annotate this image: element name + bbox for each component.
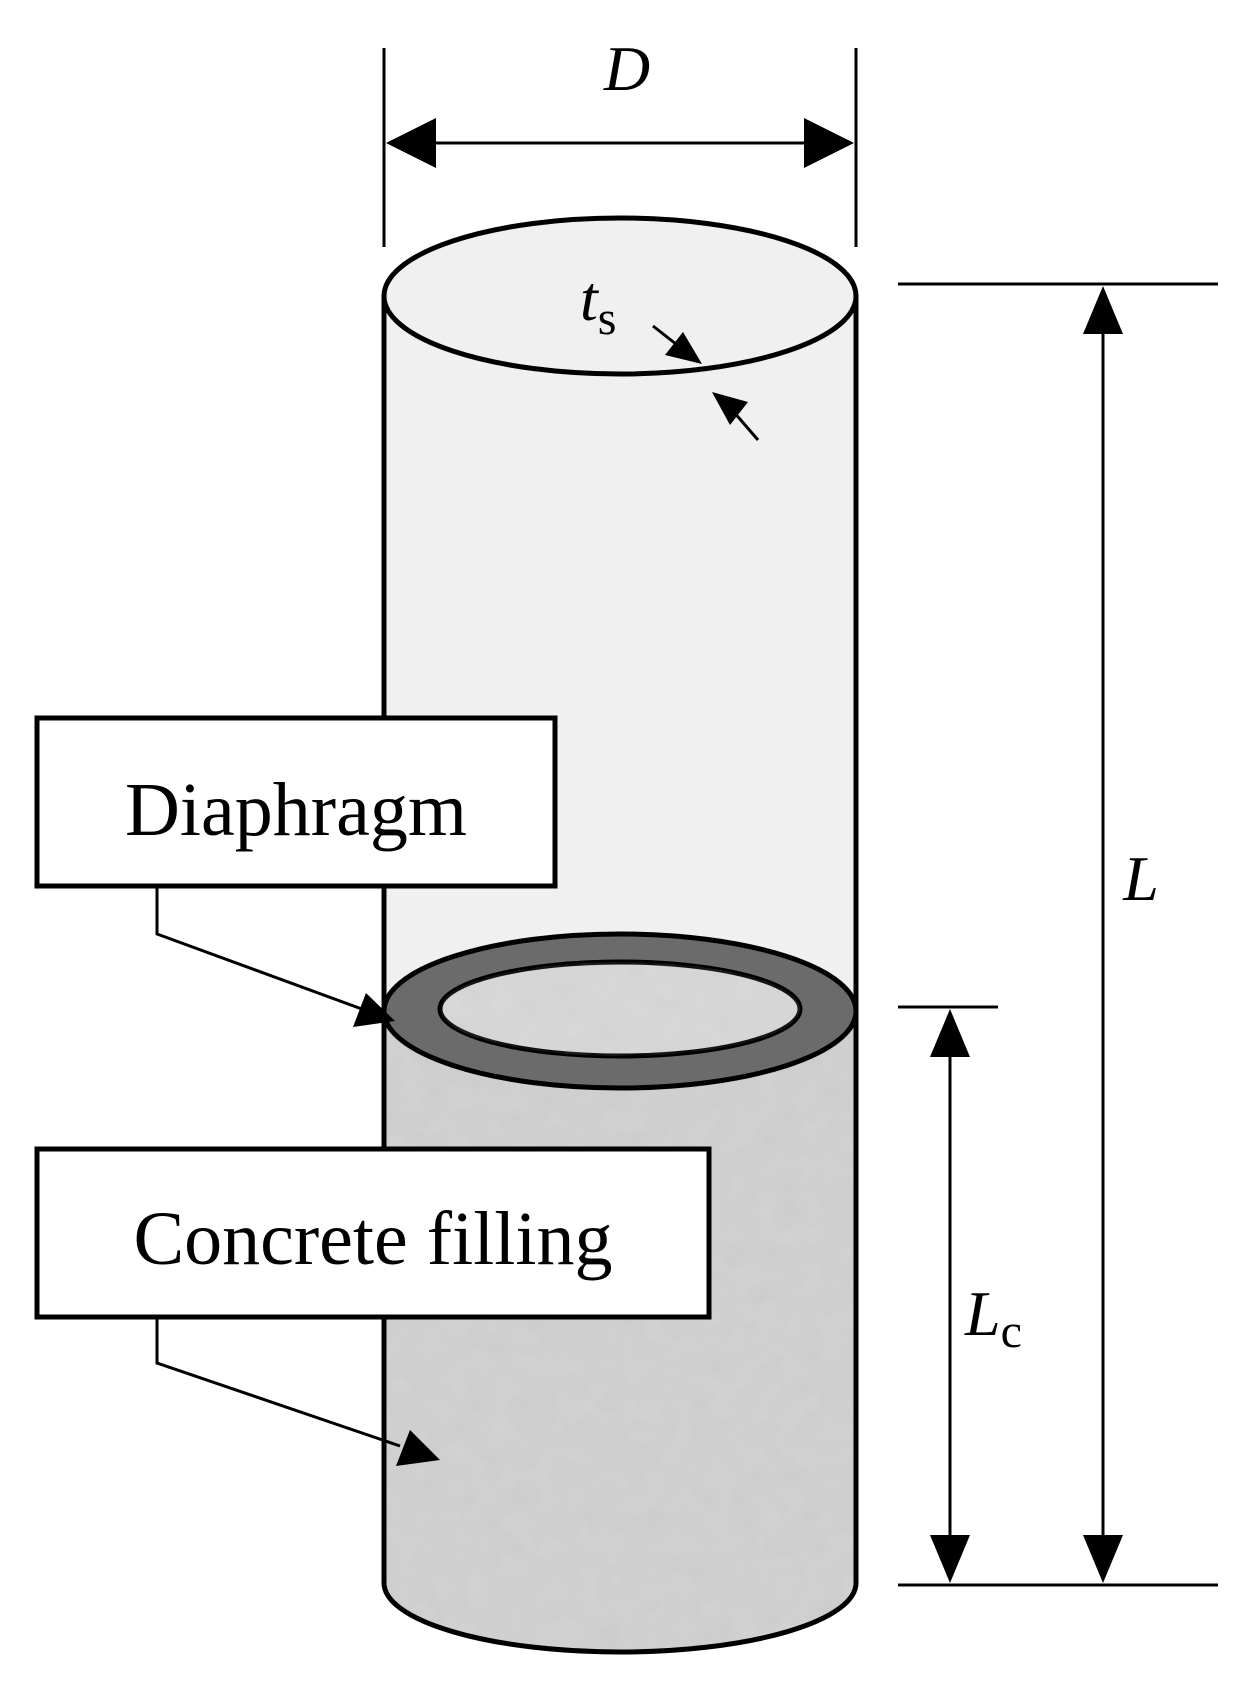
- concrete-length-arrow-top: [930, 1009, 970, 1057]
- thickness-arrow-lower: [712, 392, 748, 425]
- length-dimension: L: [898, 282, 1218, 1587]
- diameter-arrow-right: [804, 118, 854, 168]
- diameter-arrow-left: [386, 118, 436, 168]
- length-arrow-bottom: [1083, 1535, 1123, 1583]
- diaphragm-label: Diaphragm: [125, 768, 467, 852]
- steel-tube-body: [384, 296, 856, 1011]
- concrete-pointer-arrow: [396, 1430, 440, 1466]
- concrete-label: Concrete filling: [133, 1197, 612, 1281]
- concrete-length-label: Lc: [964, 1278, 1022, 1358]
- tube-top-ellipse: [381, 215, 859, 377]
- concrete-filling-body: [384, 1011, 856, 1652]
- concrete-length-arrow-bottom: [930, 1535, 970, 1583]
- length-arrow-top: [1083, 286, 1123, 334]
- diameter-dimension: D: [382, 33, 858, 247]
- concrete-label-box: [34, 1146, 712, 1320]
- length-label: L: [1122, 843, 1159, 914]
- thickness-dimension: ts: [580, 263, 760, 441]
- diameter-label: D: [603, 33, 650, 104]
- diaphragm-ring: [381, 931, 859, 1091]
- diaphragm-pointer-arrow: [353, 993, 395, 1027]
- tube-bottom-edge: [381, 1582, 859, 1655]
- diaphragm-label-box: [34, 715, 558, 889]
- diaphragm-callout: Diaphragm: [34, 715, 558, 1027]
- concrete-callout: Concrete filling: [34, 1146, 712, 1466]
- concrete-length-dimension: Lc: [898, 1005, 1022, 1583]
- thickness-arrow-upper: [665, 332, 702, 364]
- thickness-label: ts: [580, 263, 616, 345]
